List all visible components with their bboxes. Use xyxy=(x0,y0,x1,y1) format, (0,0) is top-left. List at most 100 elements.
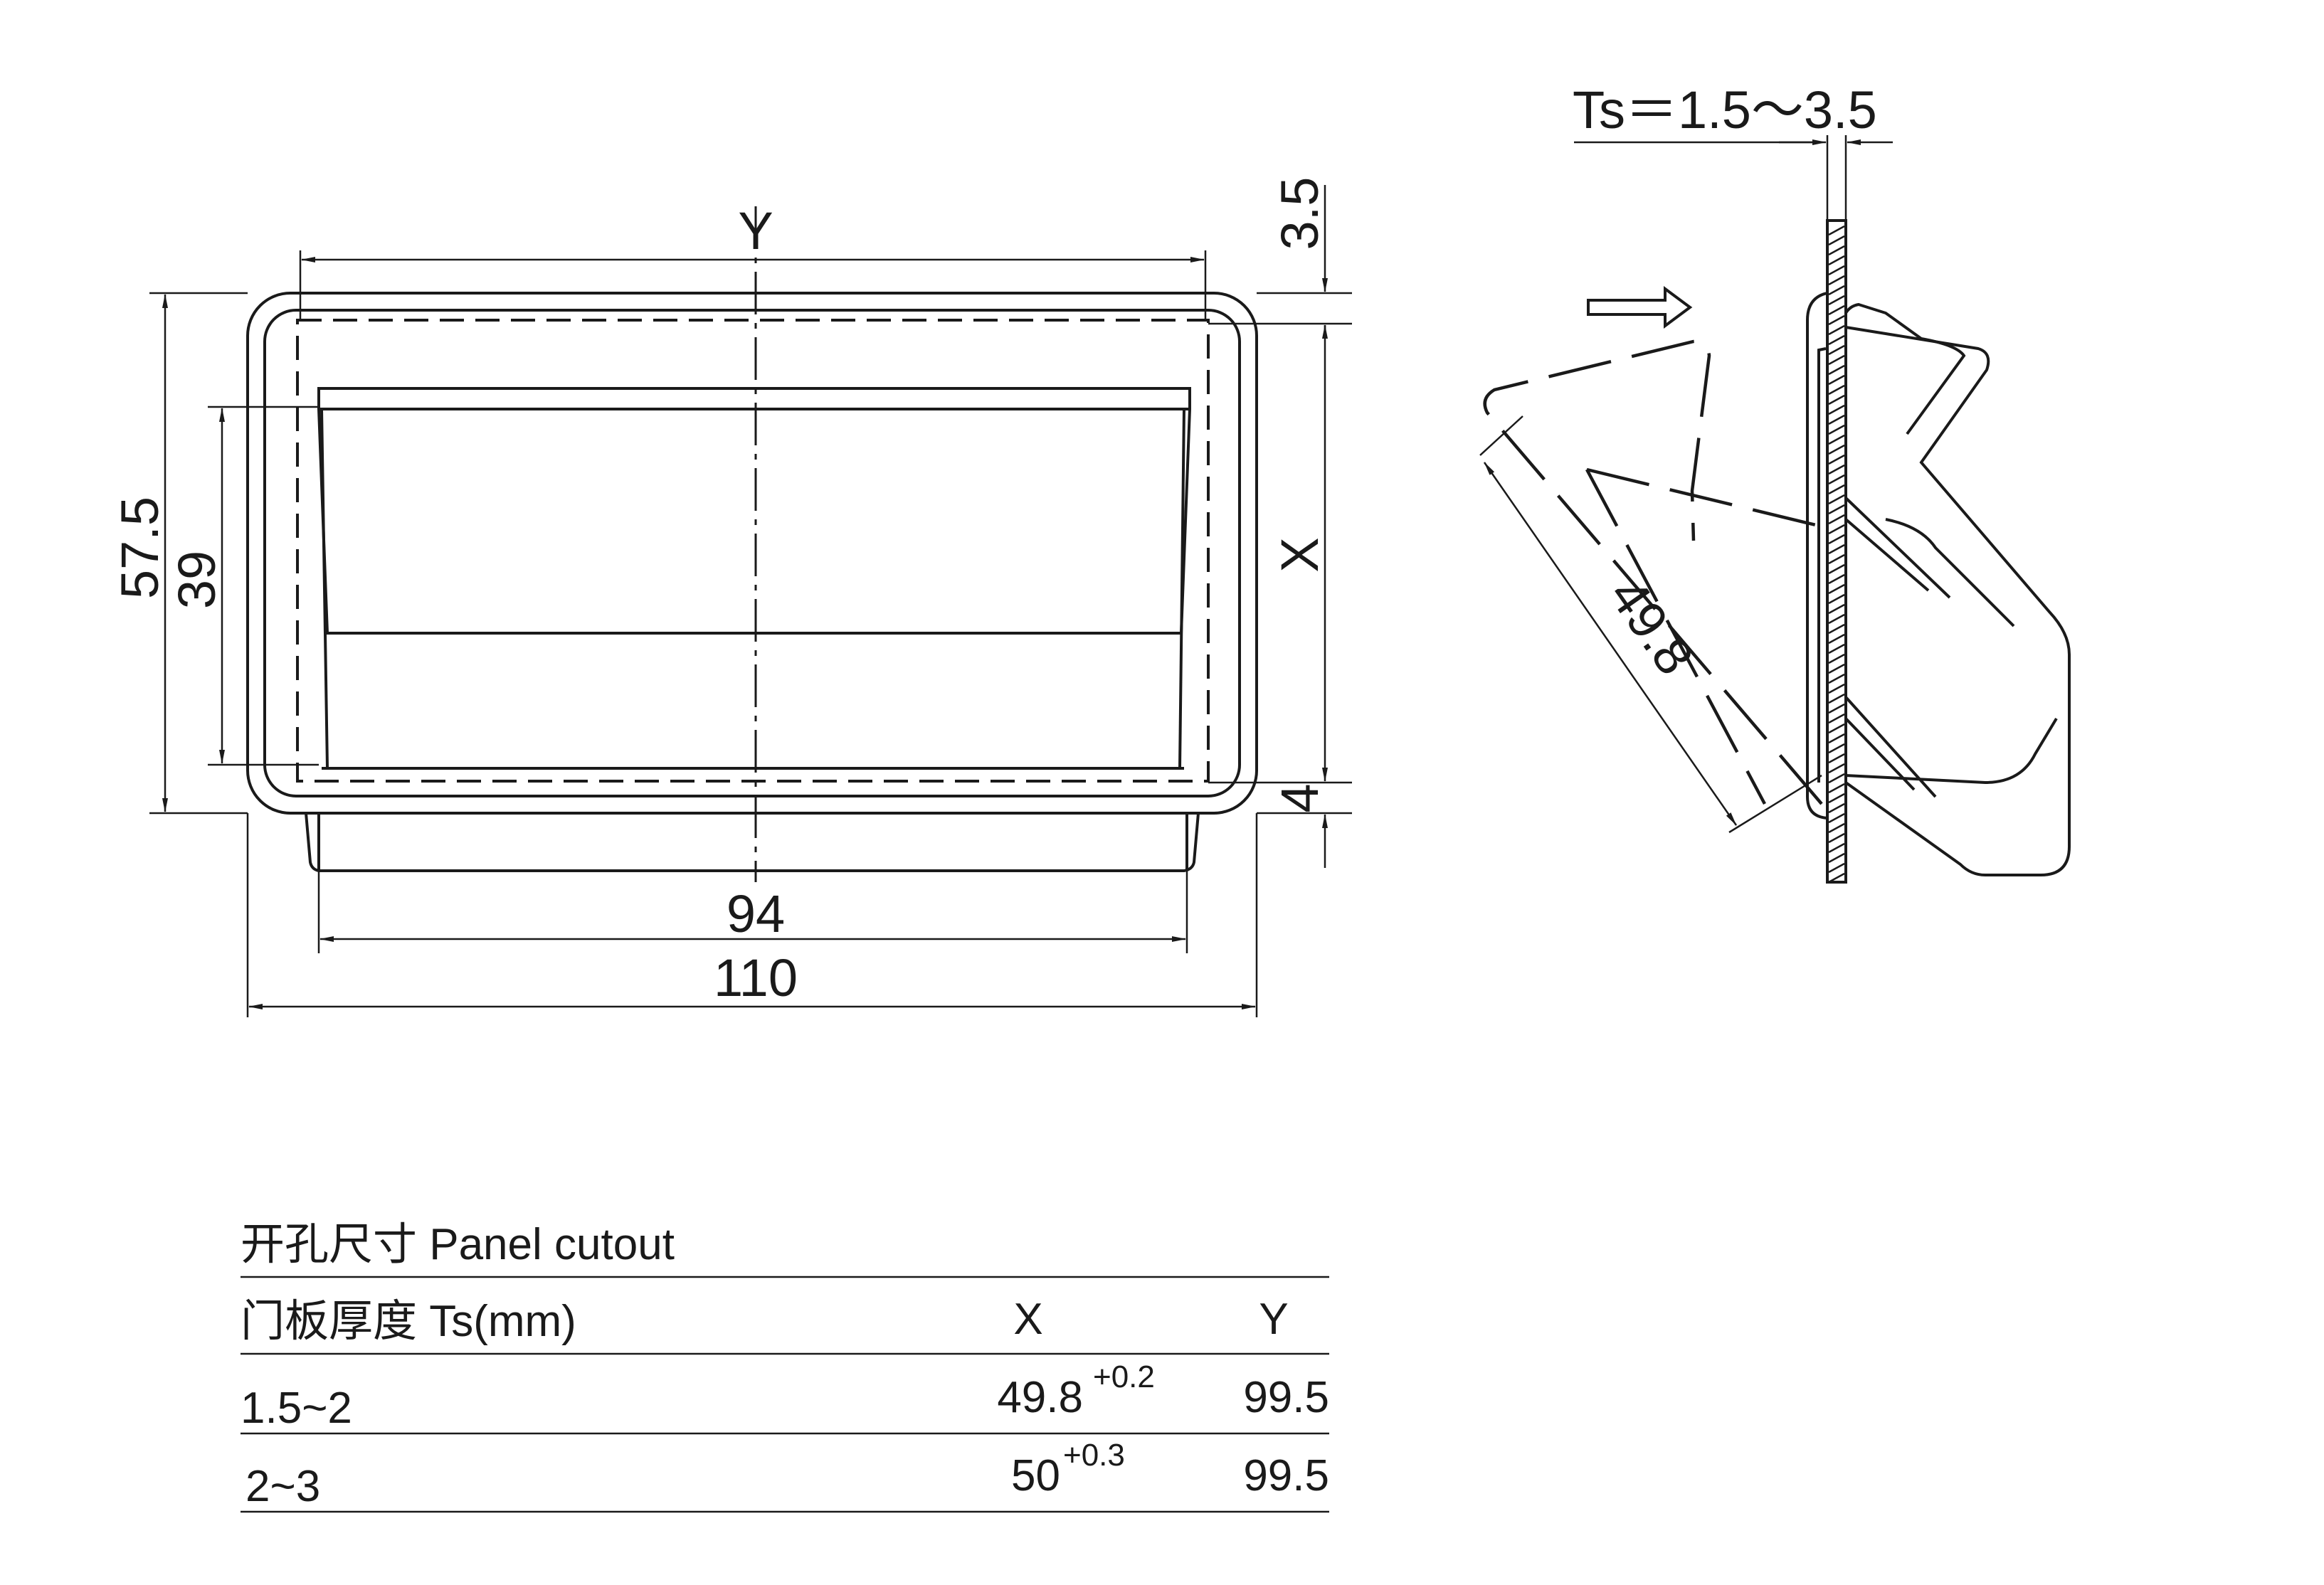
hatch-line xyxy=(1828,822,1845,834)
open-position-outline xyxy=(1483,339,1823,805)
hatch-line xyxy=(1828,812,1845,824)
door-panel xyxy=(1826,219,1847,884)
hatch-line xyxy=(1828,653,1845,664)
hatch-line xyxy=(1828,354,1845,366)
hatch-line xyxy=(1828,235,1845,246)
hatch-line xyxy=(1828,713,1845,724)
hatch-line xyxy=(1828,474,1845,485)
hatch-line xyxy=(1828,573,1845,585)
front-view: Y 57.5 39 3.5 X 4 94 110 xyxy=(110,177,1352,1017)
handle-flange xyxy=(1806,292,1828,820)
handle-pocket-right-wall xyxy=(1178,408,1185,769)
table-row-2-y: 99.5 xyxy=(1243,1451,1329,1500)
hatch-line xyxy=(1828,792,1845,804)
hatch-line xyxy=(1828,404,1845,415)
hatch-line xyxy=(1828,324,1845,336)
dim-diagonal-line xyxy=(1483,462,1738,826)
hatch-line xyxy=(1828,484,1845,495)
hatch-line xyxy=(1828,743,1845,754)
hatch-line xyxy=(1828,852,1845,864)
table-row-1-y: 99.5 xyxy=(1243,1373,1329,1422)
handle-pocket-left-wall xyxy=(320,408,329,769)
hatch-line xyxy=(1828,663,1845,674)
dim-top-offset-label: 3.5 xyxy=(1270,177,1329,250)
hatch-line xyxy=(1828,334,1845,346)
table-row-2-ts: 2~3 xyxy=(245,1462,320,1511)
table-row-2-x-tol: +0.3 xyxy=(1063,1438,1125,1473)
hatch-line xyxy=(1828,295,1845,306)
hatch-line xyxy=(1828,414,1845,425)
hatch-line xyxy=(1828,454,1845,465)
table-header-y: Y xyxy=(1259,1295,1288,1344)
table-row-1-ts: 1.5~2 xyxy=(241,1384,352,1433)
hatch-line xyxy=(1828,763,1845,774)
hatch-line xyxy=(1828,773,1845,784)
hatch-line xyxy=(1828,673,1845,684)
lever-upper xyxy=(1844,497,2015,627)
hatch-line xyxy=(1828,842,1845,854)
hatch-line xyxy=(1828,384,1845,396)
panel-cutout-table: 开孔尺寸 Panel cutout 门板厚度 Ts(mm) X Y 1.5~2 … xyxy=(241,1220,1329,1513)
hatch-line xyxy=(1828,733,1845,744)
hatch-line xyxy=(1828,504,1845,515)
door-panel-hatch xyxy=(1828,225,1845,884)
hatch-line xyxy=(1828,534,1845,545)
dim-x-label: X xyxy=(1270,537,1329,572)
hatch-line xyxy=(1828,265,1845,276)
hatch-line xyxy=(1828,544,1845,555)
hatch-line xyxy=(1828,613,1845,625)
dim-diagonal-ext-top xyxy=(1479,415,1523,456)
dim-y-label: Y xyxy=(738,201,773,260)
hatch-line xyxy=(1828,304,1845,316)
table-row-2-x: 50 xyxy=(1011,1451,1060,1500)
hatch-line xyxy=(1828,802,1845,814)
flange-inner-outline xyxy=(263,309,1241,797)
lever-lower xyxy=(1844,696,2058,798)
hatch-line xyxy=(1828,464,1845,475)
dim-110-label: 110 xyxy=(714,948,798,1007)
dim-94-label: 94 xyxy=(727,884,785,943)
handle-body xyxy=(1844,326,2071,876)
hatch-line xyxy=(1828,434,1845,445)
handle-flange-inner xyxy=(1817,347,1827,783)
table-header-x: X xyxy=(1013,1295,1042,1344)
dim-diagonal-ext-bottom xyxy=(1728,774,1822,834)
hatch-line xyxy=(1828,832,1845,844)
hatch-line xyxy=(1828,524,1845,535)
hatch-line xyxy=(1828,394,1845,405)
handle-body-inner xyxy=(1844,302,1966,435)
hatch-line xyxy=(1828,225,1845,236)
hatch-line xyxy=(1828,424,1845,435)
hatch-line xyxy=(1828,275,1845,286)
hatch-line xyxy=(1828,553,1845,565)
hatch-line xyxy=(1828,603,1845,615)
hatch-line xyxy=(1828,563,1845,575)
hatch-line xyxy=(1828,344,1845,356)
side-view: Ts＝1.5～3.5 49.8 xyxy=(1479,80,2071,884)
cutout-dashed-outline xyxy=(296,319,1210,783)
hatch-line xyxy=(1828,753,1845,764)
hatch-line xyxy=(1828,623,1845,635)
table-header-ts: 门板厚度 Ts(mm) xyxy=(241,1297,576,1346)
dim-inner-height-label: 39 xyxy=(167,551,226,609)
dim-height-label: 57.5 xyxy=(110,497,169,599)
hatch-line xyxy=(1828,374,1845,386)
hatch-line xyxy=(1828,783,1845,794)
open-direction-arrow-icon xyxy=(1587,286,1693,329)
hatch-line xyxy=(1828,364,1845,376)
table-title: 开孔尺寸 Panel cutout xyxy=(241,1220,675,1269)
hatch-line xyxy=(1828,314,1845,326)
hatch-line xyxy=(1828,862,1845,874)
hatch-line xyxy=(1828,583,1845,595)
hatch-line xyxy=(1828,643,1845,654)
hatch-line xyxy=(1828,683,1845,694)
hatch-line xyxy=(1828,693,1845,704)
hatch-line xyxy=(1828,703,1845,714)
hatch-line xyxy=(1828,872,1845,884)
hatch-line xyxy=(1828,245,1845,256)
flange-outline xyxy=(246,292,1258,815)
table-row-1-x: 49.8 xyxy=(997,1373,1083,1422)
hatch-line xyxy=(1828,444,1845,455)
dim-bottom-offset-label: 4 xyxy=(1270,783,1329,812)
hatch-line xyxy=(1828,494,1845,505)
